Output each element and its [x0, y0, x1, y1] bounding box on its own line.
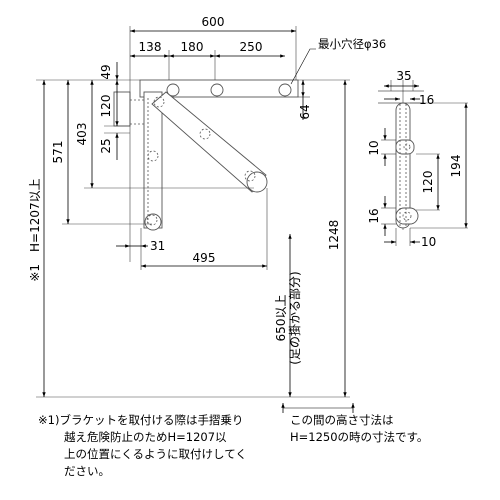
right-dimensions: 64 1248 650以上 (足の掛かる部分) — [274, 80, 347, 397]
bracket-side-view: 35 16 10 120 194 16 10 — [367, 69, 468, 249]
dim-seg3: 250 — [240, 40, 263, 54]
dim-side-120: 120 — [421, 171, 435, 194]
top-dimensions: 600 138 180 250 最小穴径φ36 — [130, 15, 386, 85]
bracket-front-view — [113, 79, 299, 231]
hidden-hole-lower — [146, 214, 158, 226]
left-dimensions: 49 120 25 403 571 ※1 H=1207以上 — [28, 62, 119, 397]
dim-31: 31 — [150, 239, 165, 253]
dim-side-35: 35 — [396, 69, 411, 83]
dim-side-10-top: 10 — [367, 140, 381, 155]
hole-leader — [290, 48, 316, 85]
hidden-hole-mid — [147, 150, 159, 162]
bottom-dimensions: 31 495 — [116, 239, 267, 268]
dim-side-10-bottom: 10 — [421, 235, 436, 249]
note-1-line-2: 越え危険防止のためH=1207以 — [64, 430, 227, 444]
dim-25: 25 — [99, 138, 113, 153]
note-1: ※1)ブラケットを取付ける際は手摺乗り 越え危険防止のためH=1207以 上の位… — [38, 413, 247, 478]
dim-1248: 1248 — [327, 220, 341, 251]
hidden-hole-upper — [153, 96, 165, 108]
dim-403: 403 — [75, 123, 89, 146]
hole-note: 最小穴径φ36 — [318, 37, 386, 51]
dim-64: 64 — [298, 104, 312, 119]
dim-120: 120 — [99, 95, 113, 118]
note-1-line-4: ださい。 — [64, 464, 110, 478]
foot-label-paren: (足の掛かる部分) — [287, 271, 302, 364]
dim-571: 571 — [51, 141, 65, 164]
dim-side-16-top: 16 — [419, 93, 434, 107]
dim-side-194: 194 — [449, 155, 463, 178]
hidden-hole-strut — [199, 128, 211, 140]
note-2-line-2: H=1250の時の寸法です。 — [290, 430, 428, 444]
dim-seg2: 180 — [181, 40, 204, 54]
mount-hole-3 — [278, 83, 292, 97]
dim-seg1: 138 — [139, 40, 162, 54]
dim-49: 49 — [99, 64, 113, 79]
side-view-body — [395, 102, 411, 229]
mount-hole-1 — [166, 83, 180, 97]
side-view-upper-tab — [395, 139, 415, 155]
note-2-line-1: この間の高さ寸法は — [290, 413, 394, 427]
mount-hole-2 — [210, 83, 224, 97]
note-1-line-1: ※1)ブラケットを取付ける際は手摺乗り — [38, 413, 243, 427]
foot-label-main: 650以上 — [274, 295, 288, 342]
hidden-hole-strut-end — [244, 170, 256, 182]
wall-plate-upper — [113, 91, 131, 127]
vertical-arm — [143, 91, 163, 229]
height-label: ※1 H=1207以上 — [28, 178, 42, 281]
note-1-line-3: 上の位置にくるように取付けしてく — [64, 447, 247, 461]
dim-side-16-bottom: 16 — [367, 208, 381, 223]
diagonal-strut — [151, 91, 267, 193]
dim-total-width: 600 — [202, 15, 225, 29]
side-view-lower-tab — [395, 207, 419, 225]
dim-495: 495 — [193, 251, 216, 265]
strut-end-cap — [246, 171, 268, 193]
note-2: この間の高さ寸法は H=1250の時の寸法です。 — [281, 403, 428, 444]
